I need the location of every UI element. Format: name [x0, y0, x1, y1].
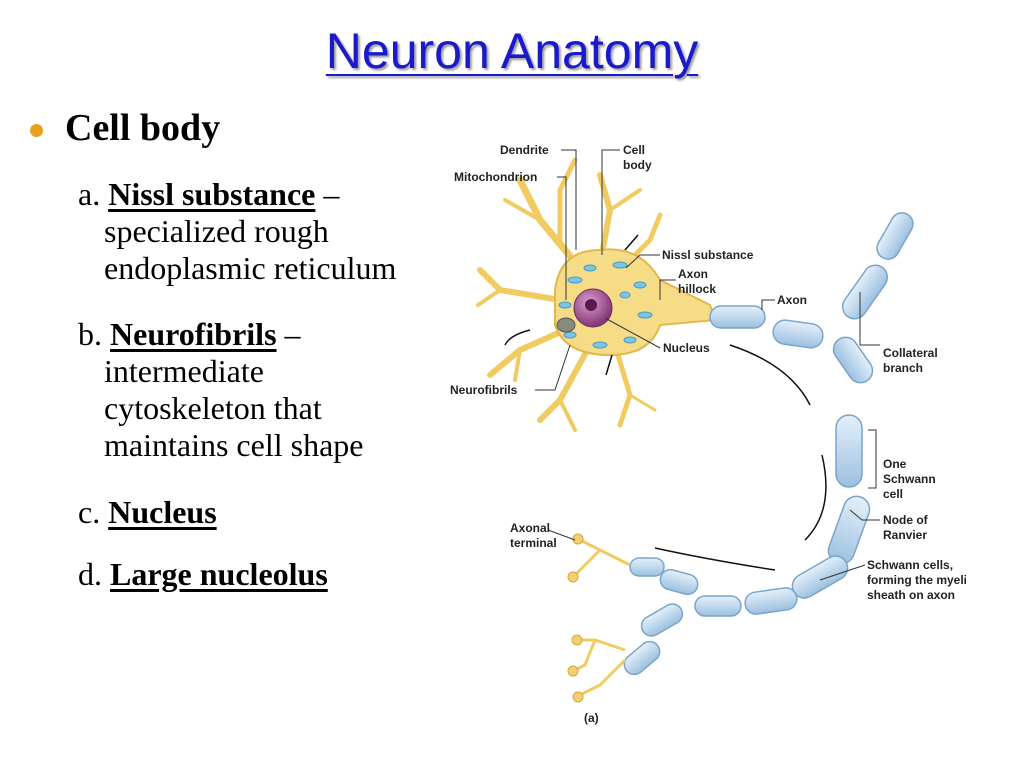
collateral-myelin	[841, 212, 914, 320]
item-letter: c.	[78, 494, 101, 530]
item-dash: –	[284, 316, 301, 352]
item-line: specialized rough	[104, 213, 329, 249]
nucleolus	[585, 299, 597, 311]
label-sheath-1: Schwann cells,	[867, 558, 953, 572]
item-term: Large nucleolus	[110, 556, 328, 592]
label-neurofibrils: Neurofibrils	[450, 383, 518, 397]
item-nucleus: c. Nucleus	[78, 494, 217, 531]
item-term: Nissl substance	[108, 176, 316, 212]
terminal-knobs	[567, 533, 584, 703]
neuron-diagram: Dendrite Mitochondrion Cell body Nissl s…	[450, 143, 966, 725]
item-line: intermediate	[104, 353, 264, 389]
item-letter: b.	[78, 316, 102, 352]
label-sheath-2: forming the myelin	[867, 573, 966, 587]
item-term: Neurofibrils	[110, 316, 277, 352]
label-axon-hillock-2: hillock	[678, 282, 716, 296]
label-nissl: Nissl substance	[662, 248, 754, 262]
label-mitochondrion: Mitochondrion	[454, 170, 537, 184]
label-axon-hillock-1: Axon	[678, 267, 708, 281]
item-line: endoplasmic reticulum	[104, 250, 397, 286]
label-schwann-2: Schwann	[883, 472, 936, 486]
item-nissl-substance: a. Nissl substance – specialized rough e…	[78, 176, 396, 287]
label-cell-body-2: body	[623, 158, 652, 172]
item-letter: a.	[78, 176, 101, 212]
item-line: maintains cell shape	[104, 427, 364, 463]
label-node-1: Node of	[883, 513, 929, 527]
label-collateral-1: Collateral	[883, 346, 938, 360]
label-terminal-2: terminal	[510, 536, 557, 550]
item-letter: d.	[78, 556, 102, 592]
axon-terminals	[573, 538, 631, 697]
item-large-nucleolus: d. Large nucleolus	[78, 556, 328, 593]
label-schwann-3: cell	[883, 487, 903, 501]
label-dendrite: Dendrite	[500, 143, 549, 157]
bullet-cell-body: Cell body	[30, 106, 220, 150]
myelin-sheath	[623, 305, 874, 676]
mitochondrion	[556, 317, 576, 333]
nissl-bodies	[558, 261, 653, 349]
bullet-text: Cell body	[65, 107, 221, 149]
item-line: cytoskeleton that	[104, 390, 322, 426]
slide-title: Neuron Anatomy	[325, 23, 699, 79]
label-cell-body-1: Cell	[623, 143, 645, 157]
label-sheath-3: sheath on axon	[867, 588, 955, 602]
item-neurofibrils: b. Neurofibrils – intermediate cytoskele…	[78, 316, 363, 464]
label-panel: (a)	[584, 711, 599, 725]
label-nucleus: Nucleus	[663, 341, 710, 355]
label-collateral-2: branch	[883, 361, 923, 375]
item-term: Nucleus	[108, 494, 217, 530]
label-terminal-1: Axonal	[510, 521, 550, 535]
leader-lines	[535, 149, 880, 581]
label-schwann-1: One	[883, 457, 907, 471]
label-node-2: Ranvier	[883, 528, 927, 542]
bullet-dot-icon	[30, 123, 43, 137]
item-dash: –	[323, 176, 340, 212]
label-axon: Axon	[777, 293, 807, 307]
direction-arrows	[504, 234, 827, 571]
